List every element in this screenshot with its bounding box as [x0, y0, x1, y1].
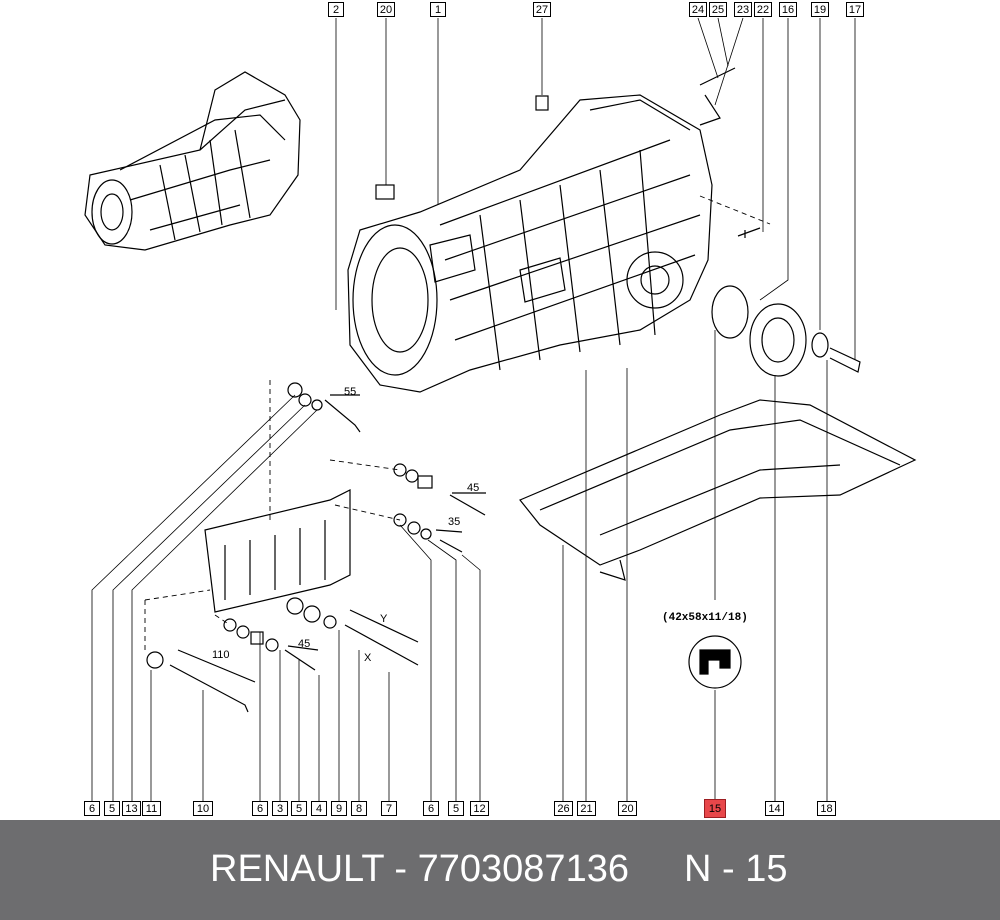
callout-22: 22 [754, 2, 772, 17]
callout-1: 1 [430, 2, 446, 17]
dim-label-35: 35 [448, 516, 461, 528]
dim-label-x: X [364, 652, 372, 664]
callout-5-b: 5 [291, 801, 307, 816]
callout-12: 12 [470, 801, 489, 816]
dim-label-55: 55 [344, 386, 357, 398]
protection-plate-drawing [519, 399, 917, 581]
fasteners-drawing [146, 382, 486, 713]
callout-6-a: 6 [84, 801, 100, 816]
exploded-gearbox-diagram [84, 17, 917, 801]
callout-18: 18 [817, 801, 836, 816]
callout-17: 17 [846, 2, 864, 17]
dim-label-45a: 45 [467, 482, 480, 494]
callout-27: 27 [533, 2, 551, 17]
callout-8: 8 [351, 801, 367, 816]
callout-4: 4 [311, 801, 327, 816]
callout-9: 9 [331, 801, 347, 816]
callout-10: 10 [193, 801, 213, 816]
callout-6-c: 6 [423, 801, 439, 816]
footer-bar [0, 820, 1000, 920]
callout-6-b: 6 [252, 801, 268, 816]
dim-arrow-y [349, 609, 419, 643]
dim-arrow-110 [177, 649, 256, 683]
callout-13: 13 [122, 801, 141, 816]
callout-24: 24 [689, 2, 707, 17]
seal-cross-section-icon [688, 635, 742, 689]
mounting-bracket-drawing [204, 489, 351, 613]
assembly-dashed-lines [144, 195, 771, 650]
callout-19: 19 [811, 2, 829, 17]
bearing-seal-group-drawing [699, 67, 861, 377]
screw-22-drawing [737, 227, 761, 238]
plug-27-drawing [535, 95, 549, 111]
gearbox-housing-drawing [347, 94, 713, 393]
dim-arrow-35 [435, 529, 463, 533]
seal-spec-label: (42x58x11/18) [662, 612, 748, 624]
callout-15-highlighted: 15 [704, 799, 726, 818]
footer-reference: N - 15 [684, 848, 788, 890]
dim-label-110: 110 [212, 649, 230, 661]
callout-23: 23 [734, 2, 752, 17]
callout-3: 3 [272, 801, 288, 816]
callout-21: 21 [577, 801, 596, 816]
callout-11: 11 [142, 801, 161, 816]
plug-20-drawing [375, 184, 395, 200]
callout-5-c: 5 [448, 801, 464, 816]
dim-label-y: Y [380, 613, 388, 625]
callout-26: 26 [554, 801, 573, 816]
callout-7: 7 [381, 801, 397, 816]
dim-arrow-45b [287, 645, 319, 651]
callout-16: 16 [779, 2, 797, 17]
callout-25: 25 [709, 2, 727, 17]
callout-20-bottom: 20 [618, 801, 637, 816]
callout-2: 2 [328, 2, 344, 17]
callout-20-top: 20 [377, 2, 395, 17]
callout-14: 14 [765, 801, 784, 816]
gearbox-overview-drawing [84, 71, 301, 251]
dim-label-45b: 45 [298, 638, 311, 650]
footer-part-number: RENAULT - 7703087136 [210, 848, 629, 890]
leader-lines [91, 17, 856, 801]
callout-5-a: 5 [104, 801, 120, 816]
